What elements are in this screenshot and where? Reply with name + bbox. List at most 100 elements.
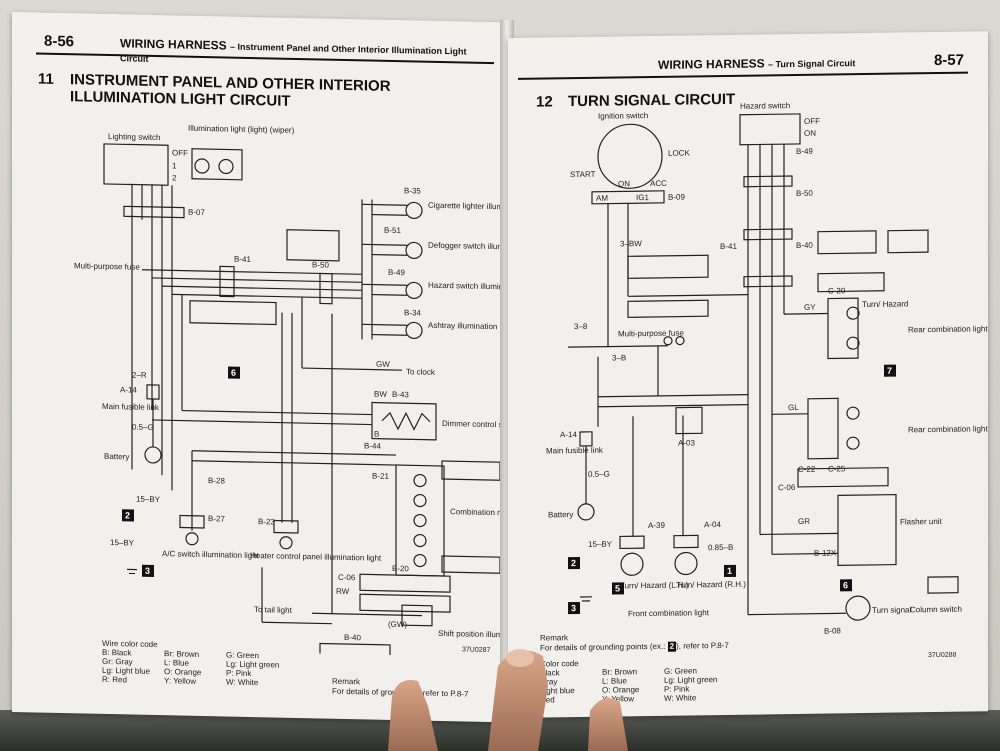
- remark-badge: 2: [667, 641, 677, 652]
- label-b: B: [374, 430, 379, 439]
- label-gl: GL: [788, 403, 799, 412]
- label-a04: A-04: [704, 520, 721, 529]
- label-acc: ACC: [650, 179, 667, 188]
- label-b21: B-21: [372, 472, 389, 481]
- label-b23: B-23: [258, 517, 275, 526]
- label-battery: Battery: [104, 452, 129, 462]
- label-b34: B-34: [404, 308, 421, 317]
- label-start: START: [570, 170, 596, 179]
- label-ignition: Ignition switch: [598, 111, 648, 121]
- left-page-header: 8-56 WIRING HARNESS – Instrument Panel a…: [36, 30, 494, 65]
- label-b28: B-28: [208, 476, 225, 485]
- label-a03: A-03: [678, 438, 695, 447]
- label-b50: B-50: [312, 260, 329, 269]
- label-gr: GR: [798, 517, 810, 526]
- label-ac-switch: A/C switch illumination light: [162, 549, 260, 560]
- label-wire-15by-b: 15–BY: [110, 538, 135, 548]
- label-wire-2r: 2–R: [132, 371, 147, 380]
- label-turn-hazard-rh: Turn/ Hazard: [862, 299, 908, 309]
- label-b50: B-50: [796, 189, 813, 198]
- label-a14: A-14: [120, 385, 137, 394]
- label-shift: Shift position illumination light: [438, 629, 508, 640]
- label-rw: RW: [336, 587, 350, 596]
- label-combination-meter: Combination meter illumination light: [450, 507, 508, 519]
- label-wire-15by: 15–BY: [588, 540, 613, 549]
- label-am: AM: [596, 194, 608, 203]
- label-wire-05g: 0.5–G: [588, 470, 610, 479]
- label-main-fuse: Main fusible link: [102, 402, 160, 412]
- label-c22: C-22: [798, 465, 816, 474]
- label-pos1: 1: [172, 161, 177, 170]
- label-b12x: B-12X: [814, 548, 837, 557]
- right-wiring-diagram: Ignition switch LOCK START ON ACC AM IG1…: [546, 101, 988, 636]
- right-doc-id: 37U0288: [928, 651, 957, 660]
- label-lighting-switch: Lighting switch: [108, 132, 160, 142]
- label-gw-paren: (GW): [388, 620, 407, 629]
- label-main-fuse: Main fusible link: [546, 446, 604, 456]
- label-on: ON: [618, 179, 630, 188]
- label-battery: Battery: [548, 510, 573, 519]
- label-b41: B-41: [720, 242, 737, 251]
- label-rear-lh: Rear combination light (L.H.): [908, 424, 988, 434]
- label-lock: LOCK: [668, 148, 690, 157]
- label-b20: B-20: [392, 564, 409, 573]
- label-ig1: IG1: [636, 193, 649, 202]
- badge-3: 3: [145, 566, 150, 576]
- label-b35: B-35: [404, 186, 421, 195]
- right-page: WIRING HARNESS – Turn Signal Circuit 8-5…: [508, 31, 988, 719]
- label-b27: B-27: [208, 514, 225, 523]
- label-wire-15by-a: 15–BY: [136, 495, 161, 505]
- label-b40: B-40: [796, 241, 813, 250]
- label-rear-rh: Rear combination light (R.H.): [908, 324, 988, 334]
- badge-1: 1: [727, 566, 732, 576]
- label-heater: Heater control panel illumination light: [250, 551, 382, 563]
- label-ashtray: Ashtray illumination light: [428, 321, 508, 332]
- badge-2: 2: [571, 558, 576, 568]
- label-to-clock: To clock: [406, 367, 436, 377]
- label-turn-hazard-lh: Turn/ Hazard (L.H.): [620, 580, 689, 590]
- label-b44: B-44: [364, 441, 381, 450]
- badge-3: 3: [571, 603, 576, 613]
- left-page-number: 8-56: [44, 32, 75, 51]
- right-page-header: WIRING HARNESS – Turn Signal Circuit 8-5…: [518, 49, 968, 80]
- badge-7: 7: [887, 366, 892, 376]
- label-pos2: 2: [172, 173, 177, 182]
- label-cigarette: Cigarette lighter illumination light: [428, 201, 508, 212]
- label-wire-05g: 0.5–G: [132, 423, 154, 432]
- label-hazard: Hazard switch illumination light: [428, 281, 508, 292]
- label-b43: B-43: [392, 390, 409, 399]
- label-column-switch: Column switch: [910, 605, 962, 615]
- label-a39: A-39: [648, 521, 665, 530]
- label-off: OFF: [172, 148, 188, 157]
- label-wire-085b: 0.85–B: [708, 543, 733, 552]
- label-illumination-light: Illumination light (light) (wiper): [188, 124, 295, 135]
- hand-photo: [388, 649, 628, 751]
- badge-2: 2: [125, 510, 130, 520]
- label-b09: B-09: [668, 193, 685, 202]
- label-defogger: Defogger switch illumination light: [428, 241, 508, 252]
- left-wiring-diagram: Lighting switch Illumination light (ligh…: [74, 124, 508, 658]
- badge-5: 5: [615, 583, 620, 593]
- label-multi-fuse: Multi-purpose fuse: [618, 329, 684, 339]
- left-page: 8-56 WIRING HARNESS – Instrument Panel a…: [12, 12, 508, 723]
- label-turn-signal: Turn signal: [872, 605, 911, 615]
- label-c06: C-06: [338, 573, 356, 582]
- label-b51: B-51: [384, 226, 401, 235]
- label-wire-3bw: 3–BW: [620, 239, 642, 248]
- label-hazard-switch: Hazard switch: [740, 101, 790, 111]
- label-wire-38: 3–8: [574, 322, 588, 331]
- left-header-title: WIRING HARNESS – Instrument Panel and Ot…: [120, 36, 467, 64]
- label-off: OFF: [804, 117, 820, 126]
- label-b07: B-07: [188, 208, 205, 217]
- label-flasher: Flasher unit: [900, 517, 943, 527]
- label-on-hazard: ON: [804, 129, 816, 138]
- label-wire-3b: 3–B: [612, 353, 626, 362]
- label-a14: A-14: [560, 430, 577, 439]
- label-dimmer: Dimmer control switch: [442, 419, 508, 430]
- label-front-combination: Front combination light: [628, 608, 710, 618]
- badge-6: 6: [231, 368, 236, 378]
- label-b40: B-40: [344, 633, 361, 642]
- label-b41: B-41: [234, 255, 251, 264]
- label-b49: B-49: [796, 147, 813, 156]
- label-gw: GW: [376, 360, 390, 369]
